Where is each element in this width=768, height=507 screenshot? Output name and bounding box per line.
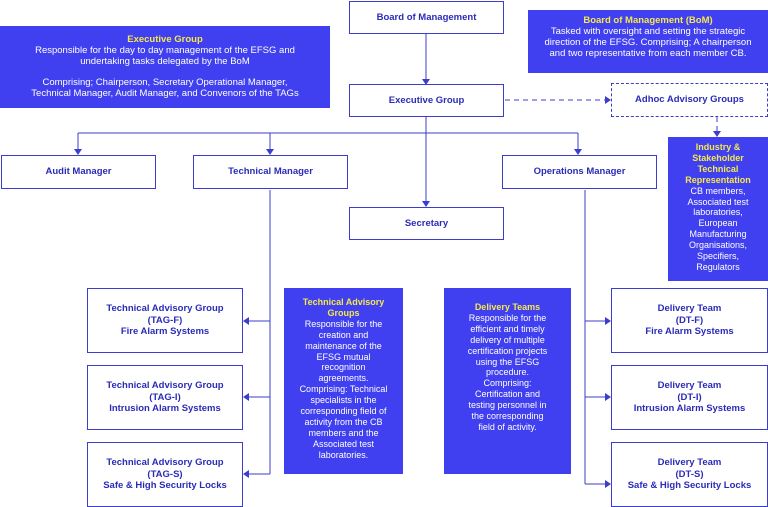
node-field: Fire Alarm Systems [120,326,210,338]
node-field: Fire Alarm Systems [645,326,734,338]
node-code: (TAG-I) [149,391,181,403]
operations-manager-node: Operations Manager [502,155,657,189]
industry-line: Specifiers, [696,251,740,262]
dt-s-node: Delivery Team (DT-S) Safe & High Securit… [611,442,768,507]
board-info-line: direction of the EFSG. Comprising; A cha… [544,37,752,48]
tag-s-node: Technical Advisory Group (TAG-S) Safe & … [87,442,243,507]
delivery-info-line: Certification and [474,389,541,400]
delivery-info-line: the corresponding [471,411,544,422]
board-of-management-node: Board of Management [349,1,504,34]
delivery-info-line: procedure. [485,367,530,378]
dt-i-node: Delivery Team (DT-I) Intrusion Alarm Sys… [611,365,768,430]
delivery-info-title: Delivery Teams [474,302,541,312]
tag-info-line: agreements. [318,373,369,384]
industry-line: Manufacturing [689,229,747,240]
adhoc-advisory-groups-node: Adhoc Advisory Groups [611,83,768,117]
node-field: Safe & High Security Locks [103,480,227,492]
node-label: Technical Manager [228,166,313,178]
tag-info-line: recognition [321,362,366,373]
tag-info-title: Groups [327,307,360,318]
delivery-info-line: efficient and timely [470,323,545,334]
executive-info-title: Executive Group [127,34,203,45]
node-code: (TAG-S) [147,468,183,480]
tag-info-line: creation and [318,329,369,340]
industry-line: European [698,218,738,229]
node-label: Adhoc Advisory Groups [635,94,744,106]
industry-title-line: Stakeholder [692,152,744,163]
technical-manager-node: Technical Manager [193,155,348,189]
node-code: (DT-S) [675,468,704,480]
node-code: (DT-I) [677,391,702,403]
board-info-line: and two representative from each member … [549,48,747,59]
node-label: Technical Advisory Group [106,380,224,392]
executive-info-line: undertaking tasks delegated by the BoM [80,56,250,67]
tag-info-line: maintenance of the [305,340,382,351]
board-info-line: Tasked with oversight and setting the st… [550,26,746,37]
delivery-info-line: field of activity. [478,421,537,432]
dt-f-node: Delivery Team (DT-F) Fire Alarm Systems [611,288,768,353]
delivery-info-line: delivery of multiple [470,334,545,345]
node-code: (TAG-F) [147,314,183,326]
industry-line: CB members, [690,185,746,196]
node-label: Executive Group [388,94,465,106]
delivery-info-line: certification projects [467,345,548,356]
tag-info-line: corresponding field of [300,406,387,417]
tag-info-line: laboratories. [318,449,369,460]
node-label: Technical Advisory Group [106,457,224,469]
tag-i-node: Technical Advisory Group (TAG-I) Intrusi… [87,365,243,430]
industry-title-line: Technical [697,163,739,174]
delivery-info-line: Responsible for the [468,312,547,323]
industry-stakeholder-panel: Industry & Stakeholder Technical Represe… [668,137,768,281]
node-label: Delivery Team [657,457,722,469]
node-label: Delivery Team [657,380,722,392]
audit-manager-node: Audit Manager [1,155,156,189]
tag-info-line: activity from the CB [304,416,383,427]
tag-info-line: Responsible for the [304,318,383,329]
delivery-info-line: using the EFSG [475,356,540,367]
executive-group-info-panel: Executive Group Responsible for the day … [0,26,330,108]
executive-info-line: Responsible for the day to day managemen… [35,45,295,56]
tag-info-panel: Technical Advisory Groups Responsible fo… [284,288,403,474]
tag-info-line: members and the [308,427,379,438]
node-label: Secretary [404,217,449,229]
tag-info-line: Comprising: Technical [299,384,388,395]
board-info-panel: Board of Management (BoM) Tasked with ov… [528,10,768,73]
node-label: Audit Manager [45,166,112,178]
delivery-info-line: Comprising: [483,378,532,389]
executive-group-node: Executive Group [349,84,504,117]
node-field: Intrusion Alarm Systems [109,403,221,415]
node-label: Board of Management [376,11,477,23]
industry-line: Regulators [696,261,740,272]
node-label: Operations Manager [533,166,626,178]
industry-title-line: Representation [685,174,751,185]
tag-info-line: Associated test [312,438,375,449]
industry-line: Associated test [687,196,749,207]
executive-info-line: Technical Manager, Audit Manager, and Co… [31,88,299,99]
board-info-title: Board of Management (BoM) [583,15,713,26]
node-label: Delivery Team [657,303,722,315]
industry-line: Organisations, [688,240,748,251]
node-label: Technical Advisory Group [106,303,224,315]
industry-line: laboratories, [693,207,743,218]
executive-info-line: Comprising; Chairperson, Secretary Opera… [42,77,288,88]
secretary-node: Secretary [349,207,504,240]
delivery-info-line: testing personnel in [468,400,547,411]
tag-info-line: EFSG mutual [316,351,371,362]
industry-title-line: Industry & [695,142,741,152]
delivery-info-panel: Delivery Teams Responsible for the effic… [444,288,571,474]
node-code: (DT-F) [675,314,704,326]
tag-f-node: Technical Advisory Group (TAG-F) Fire Al… [87,288,243,353]
node-field: Intrusion Alarm Systems [633,403,746,415]
tag-info-title: Technical Advisory [302,297,385,307]
tag-info-line: specialists in the [310,395,377,406]
node-field: Safe & High Security Locks [627,480,752,492]
